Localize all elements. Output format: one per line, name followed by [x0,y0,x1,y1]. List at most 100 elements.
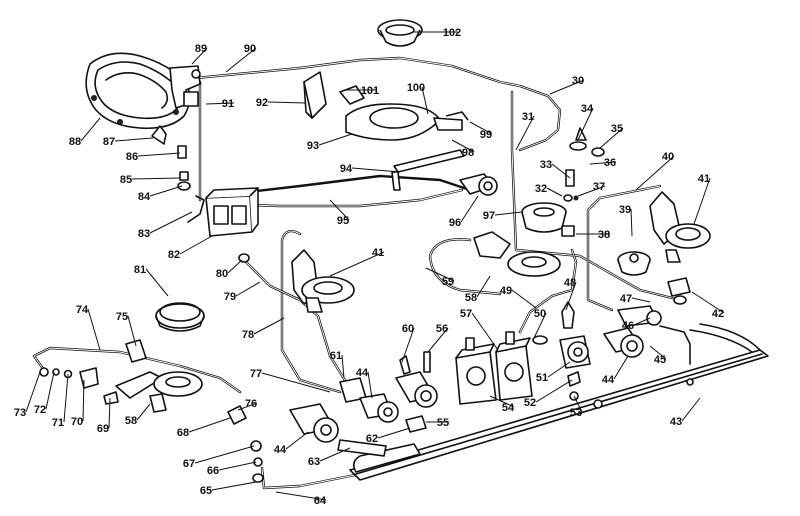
callout-c65: 65 [200,481,257,497]
callout-c57: 57 [460,308,499,351]
callout-leader [329,251,385,277]
callout-c70: 70 [71,379,85,428]
callout-number: 38 [598,229,610,241]
callout-leader [533,312,547,339]
callout-c44a: 44 [356,367,373,399]
callout-number: 57 [460,308,472,320]
burner-cap-102 [377,19,423,47]
callout-c85: 85 [120,174,181,186]
callout-c59: 59 [425,267,455,288]
callout-number: 90 [244,43,256,55]
callout-c36: 36 [589,157,616,169]
callout-leader [136,403,151,421]
callout-number: 32 [535,183,547,195]
valve-44-center [339,377,399,423]
callout-c98: 98 [451,139,475,159]
callout-number: 64 [314,495,327,507]
callout-number: 45 [654,354,666,366]
callout-leader [329,199,350,221]
burner-97 [521,202,567,233]
callout-number: 99 [480,129,492,141]
callout-leader [275,491,327,501]
regulator-51 [559,335,591,369]
callout-c87: 87 [103,136,154,148]
callout-number: 44 [602,374,615,386]
fittings-65-68 [227,405,264,483]
fittings-52-53 [567,371,581,401]
thermostat-48-50 [532,301,575,345]
callout-leader [367,371,373,399]
valve-44-left [289,403,387,457]
callout-c66: 66 [207,461,257,477]
callout-number: 41 [372,247,384,259]
callout-number: 59 [442,276,454,288]
callout-c31: 31 [515,111,535,151]
callout-leader [188,417,231,433]
callout-c81: 81 [134,264,169,297]
callout-leader [225,47,257,73]
bracket-92 [303,71,327,119]
callout-c47: 47 [620,293,651,305]
callout-leader [577,107,594,141]
callout-leader [127,315,137,347]
callout-number: 100 [407,82,425,94]
callout-c101: 101 [346,85,379,97]
callout-leader [267,101,307,104]
callout-c102: 102 [412,27,461,39]
callout-c71: 71 [52,373,69,429]
callout-leader [630,208,633,237]
callout-number: 89 [195,43,207,55]
callout-leader [285,431,309,450]
callout-number: 50 [534,308,546,320]
callout-c84: 84 [138,185,183,203]
callout-c90: 90 [225,43,257,73]
callout-c64: 64 [275,491,327,507]
callout-number: 74 [76,304,89,316]
callout-leader [515,115,535,151]
callout-leader [80,117,101,142]
callout-number: 85 [120,174,132,186]
callout-number: 80 [216,268,228,280]
callout-number: 42 [712,308,724,320]
callout-c32: 32 [535,183,563,197]
callout-leader [114,137,154,142]
callout-leader [547,361,571,378]
callout-number: 44 [274,444,287,456]
valve-96 [459,173,498,196]
callout-c89: 89 [191,43,208,65]
callout-number: 71 [52,417,64,429]
knob-87 [151,125,167,145]
regulator-assembly [187,187,259,237]
callout-c41a: 41 [693,173,711,225]
callout-leader [45,371,55,410]
fittings-84-86 [177,145,191,191]
callout-leader [401,327,415,363]
callout-number: 48 [564,277,576,289]
callout-number: 54 [502,402,515,414]
fitting-42 [667,277,691,305]
callout-c69: 69 [97,397,111,435]
callout-leader [191,47,208,65]
callout-leader [194,445,255,464]
callout-number: 37 [593,181,605,193]
callout-leader [476,275,491,298]
callout-c49: 49 [500,285,537,309]
callout-leader [63,373,69,423]
callout-number: 33 [540,159,552,171]
callout-c95: 95 [329,199,350,227]
callout-leader [25,371,41,413]
callout-leader [318,133,353,146]
callout-c72: 72 [34,371,55,416]
callout-leader [425,267,455,282]
callout-c54: 54 [489,395,515,414]
callout-number: 77 [250,368,262,380]
callout-c37: 37 [577,181,606,197]
callout-number: 98 [462,147,474,159]
callout-leader [179,235,213,255]
callout-number: 82 [168,249,180,261]
callout-c50: 50 [533,308,547,339]
callout-c51: 51 [536,361,571,384]
callout-number: 67 [183,458,195,470]
callout-leader [494,211,523,216]
